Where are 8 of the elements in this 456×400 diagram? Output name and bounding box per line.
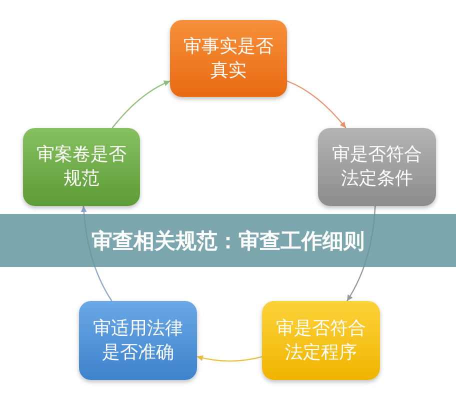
process-box: 审事实是否真实 bbox=[170, 20, 287, 97]
arrow bbox=[196, 355, 262, 362]
process-box: 审案卷是否规范 bbox=[23, 128, 140, 206]
process-box: 审是否符合法定程序 bbox=[262, 301, 380, 380]
title-banner: 审查相关规范：审查工作细则 bbox=[0, 214, 456, 267]
arrow bbox=[286, 80, 346, 128]
process-box: 审适用法律是否准确 bbox=[79, 301, 197, 380]
process-box: 审是否符合法定条件 bbox=[318, 128, 436, 206]
